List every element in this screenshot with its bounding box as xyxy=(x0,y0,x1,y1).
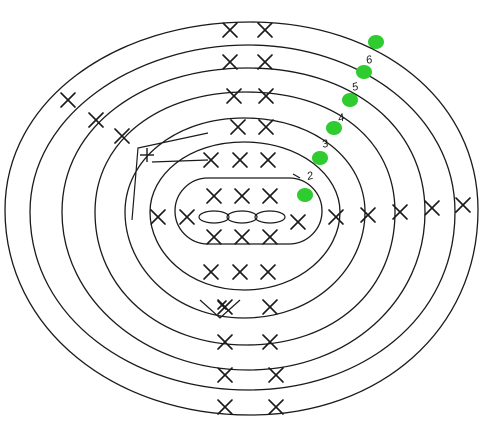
ring-1 xyxy=(149,141,341,291)
single-crochet-stitch xyxy=(203,152,219,168)
single-crochet-stitch xyxy=(257,22,273,38)
single-crochet-stitch xyxy=(258,88,274,104)
single-crochet-stitch xyxy=(455,197,471,213)
round-label-5: 5 xyxy=(351,80,361,93)
single-crochet-stitch xyxy=(424,200,440,216)
ring-2 xyxy=(124,117,366,319)
single-crochet-stitch xyxy=(203,264,219,280)
single-crochet-stitch xyxy=(290,214,306,230)
round-labels: 2 3 4 5 6 xyxy=(305,53,375,183)
single-crochet-stitch xyxy=(262,299,278,315)
single-crochet-stitch xyxy=(206,188,222,204)
ring-4 xyxy=(61,67,426,371)
start-marker-line xyxy=(151,159,209,163)
single-crochet-stitch xyxy=(217,367,233,383)
start-marker-line xyxy=(131,132,209,221)
single-crochet-stitch xyxy=(262,188,278,204)
ring-3 xyxy=(94,91,396,346)
single-crochet-stitch xyxy=(232,264,248,280)
chain-stitch xyxy=(198,210,230,224)
single-crochet-stitch xyxy=(258,119,274,135)
single-crochet-stitch xyxy=(222,54,238,70)
single-crochet-stitch xyxy=(206,229,222,245)
round-start-marker xyxy=(297,188,313,202)
single-crochet-stitch xyxy=(217,300,227,310)
single-crochet-stitch xyxy=(234,229,250,245)
single-crochet-stitch xyxy=(268,399,284,415)
round-start-marker xyxy=(368,35,384,49)
ring-5 xyxy=(29,44,456,391)
round-tick xyxy=(292,173,301,179)
single-crochet-stitch xyxy=(268,367,284,383)
round-start-marker xyxy=(342,93,358,107)
start-marker xyxy=(131,132,301,319)
plus-stitch xyxy=(140,148,154,162)
ring-6 xyxy=(4,21,479,416)
round-label-3: 3 xyxy=(321,137,331,150)
chain-stitch xyxy=(254,210,286,224)
single-crochet-stitch xyxy=(260,152,276,168)
turn-marker-line xyxy=(199,299,241,319)
chain-stitch xyxy=(226,210,258,224)
single-crochet-stitch xyxy=(328,209,344,225)
stitch-marks xyxy=(60,22,471,415)
single-crochet-stitch xyxy=(60,92,76,108)
round-start-markers xyxy=(297,35,384,202)
round-start-marker xyxy=(356,65,372,79)
round-start-marker xyxy=(312,151,328,165)
single-crochet-stitch xyxy=(150,209,166,225)
single-crochet-stitch xyxy=(257,54,273,70)
single-crochet-stitch xyxy=(232,152,248,168)
single-crochet-stitch xyxy=(262,229,278,245)
single-crochet-stitch xyxy=(262,334,278,350)
round-start-marker xyxy=(326,121,342,135)
single-crochet-stitch xyxy=(217,399,233,415)
single-crochet-stitch xyxy=(392,204,408,220)
single-crochet-stitch xyxy=(230,119,246,135)
single-crochet-stitch xyxy=(88,112,104,128)
single-crochet-stitch xyxy=(260,264,276,280)
single-crochet-stitch xyxy=(234,188,250,204)
foundation-chain xyxy=(198,210,286,224)
single-crochet-stitch xyxy=(222,22,238,38)
single-crochet-stitch xyxy=(226,88,242,104)
single-crochet-stitch xyxy=(179,209,195,225)
single-crochet-stitch xyxy=(114,128,130,144)
single-crochet-stitch xyxy=(217,334,233,350)
round-label-6: 6 xyxy=(365,53,375,66)
single-crochet-stitch xyxy=(360,207,376,223)
round-outlines xyxy=(4,21,479,416)
round-label-2: 2 xyxy=(305,170,315,183)
round-label-4: 4 xyxy=(337,112,346,125)
